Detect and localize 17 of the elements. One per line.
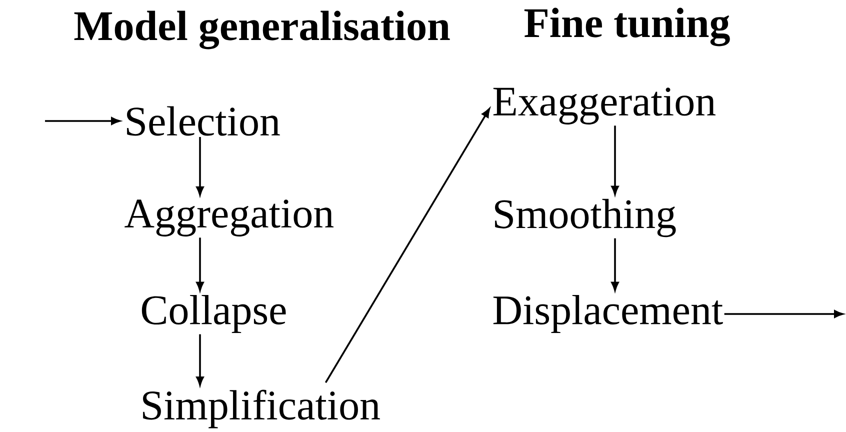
arrow (196, 238, 204, 291)
step-text: Collapse (142, 294, 286, 334)
arrow (45, 117, 120, 125)
arrow (196, 136, 204, 196)
step-text: Simplification (143, 390, 380, 428)
arrow (611, 238, 619, 291)
arrow (324, 108, 490, 383)
step-text: Aggregation (124, 200, 334, 236)
step-text: Displacement (493, 294, 723, 334)
step-text: Smoothing (495, 198, 676, 238)
column-heading: Fine tuning (524, 8, 730, 46)
step-text: Selection (127, 106, 280, 136)
step-text: Exaggeration (493, 88, 716, 124)
arrow (196, 334, 204, 386)
arrow (724, 310, 844, 318)
arrow (611, 126, 619, 195)
column-heading: Model generalisation (74, 10, 450, 50)
